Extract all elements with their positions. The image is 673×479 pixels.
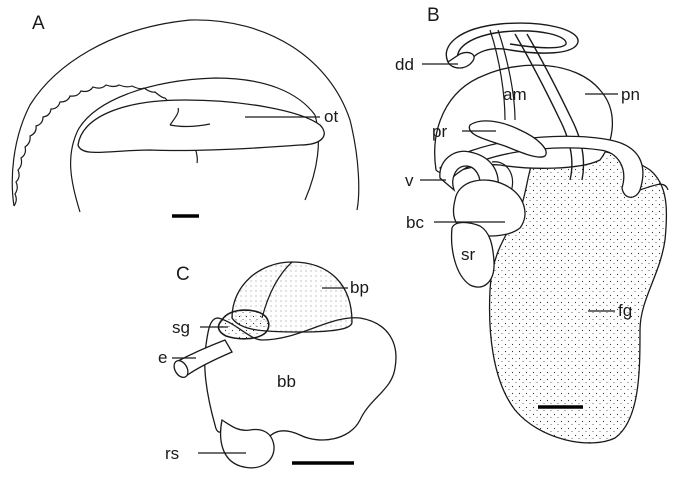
panel-a: A ot	[12, 13, 358, 216]
label-pn: pn	[621, 85, 640, 104]
label-sr: sr	[461, 245, 476, 264]
label-dd: dd	[395, 55, 414, 74]
panel-b-letter: B	[427, 5, 440, 26]
panel-b: B dd am pn pr v bc	[395, 5, 668, 443]
label-bp: bp	[350, 278, 369, 297]
label-fg: fg	[618, 301, 632, 320]
label-sg: sg	[172, 318, 190, 337]
panel-c-letter: C	[176, 264, 190, 285]
label-am: am	[503, 85, 527, 104]
label-ot: ot	[324, 107, 338, 126]
label-v: v	[405, 171, 414, 190]
label-rs: rs	[165, 444, 179, 463]
label-e: e	[158, 348, 167, 367]
panel-a-letter: A	[32, 13, 45, 34]
salivary-gland	[219, 310, 269, 339]
panel-c: C bp sg e bb rs	[158, 262, 396, 468]
oral-tentacle	[78, 100, 324, 152]
label-bb: bb	[277, 372, 296, 391]
deferent-duct	[448, 53, 474, 68]
label-bc: bc	[406, 213, 424, 232]
label-pr: pr	[432, 122, 447, 141]
